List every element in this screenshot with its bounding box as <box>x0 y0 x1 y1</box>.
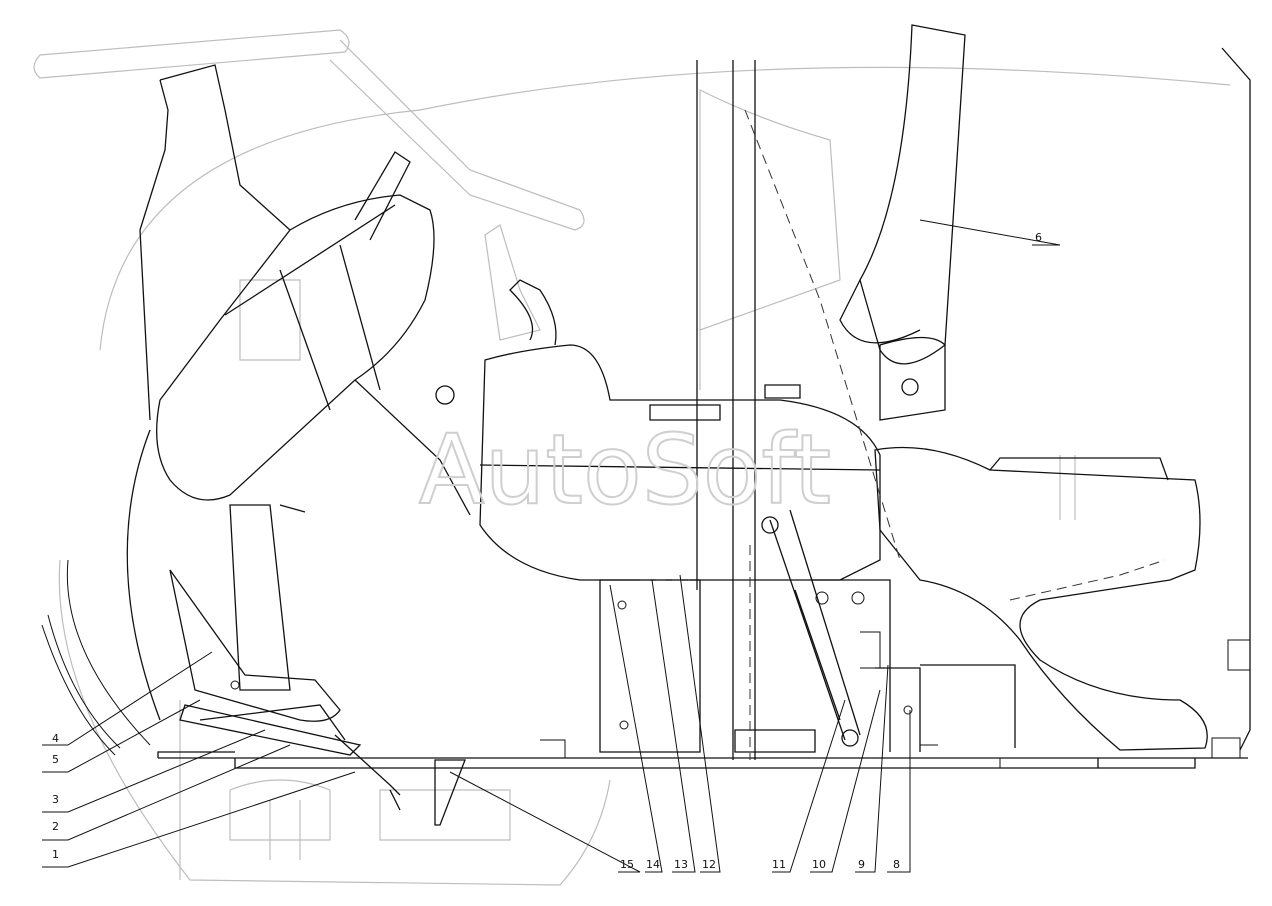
cab-pillars <box>696 60 756 760</box>
callout-2: 2 <box>52 820 59 833</box>
cab-wall-left <box>41 429 161 756</box>
console-brackets <box>599 579 921 753</box>
floor-plate <box>157 737 1248 769</box>
callout-5: 5 <box>52 753 59 766</box>
callout-14: 14 <box>646 858 660 871</box>
gas-spring <box>761 509 861 747</box>
callout-12: 12 <box>702 858 716 871</box>
control-console <box>435 279 881 581</box>
callout-1: 1 <box>52 848 59 861</box>
callout-10: 10 <box>812 858 826 871</box>
callout-9: 9 <box>858 858 865 871</box>
callout-11: 11 <box>772 858 786 871</box>
hidden-lines <box>640 109 1166 760</box>
callout-8: 8 <box>893 858 900 871</box>
operator-seat <box>839 24 1251 751</box>
callout-4: 4 <box>52 732 59 745</box>
callout-13: 13 <box>674 858 688 871</box>
pedal-assembly <box>169 569 466 826</box>
watermark-text: AutoSoft <box>419 414 831 526</box>
background-ghost-lines <box>33 29 1231 886</box>
leader-lines <box>42 219 1061 873</box>
callout-3: 3 <box>52 793 59 806</box>
callout-15: 15 <box>620 858 634 871</box>
steering-column <box>139 64 471 691</box>
callout-6: 6 <box>1035 231 1042 244</box>
callout-labels: 1 2 3 4 5 6 8 9 10 11 12 13 14 15 <box>52 231 1042 871</box>
